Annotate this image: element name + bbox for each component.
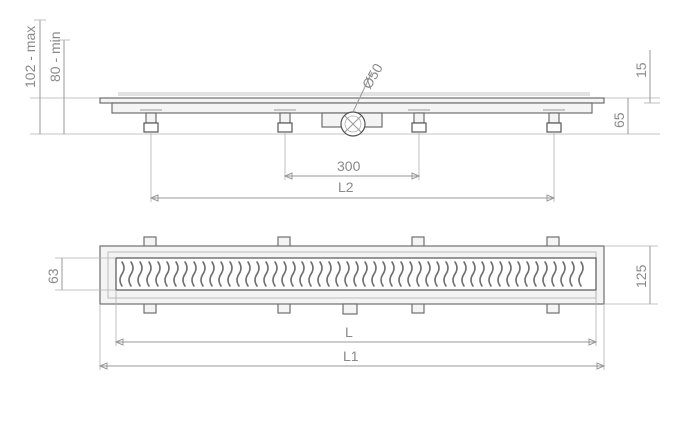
dim-grate-width: 63: [45, 268, 61, 284]
dim-leg-spacing: 300: [337, 158, 361, 174]
grate-slot: [443, 261, 449, 287]
dim-length-l1: L1: [343, 348, 359, 364]
grate-slot: [407, 261, 413, 287]
grate-slot: [452, 261, 458, 287]
grate-slot: [137, 261, 143, 287]
dim-length-l2: L2: [338, 179, 354, 195]
grate-slot: [299, 261, 305, 287]
grate-slot: [200, 261, 206, 287]
grate-slot: [362, 261, 368, 287]
grate-slot: [461, 261, 467, 287]
top-view: 63 125 L L1: [45, 236, 658, 370]
grate-slot: [479, 261, 485, 287]
grate-slot: [182, 261, 188, 287]
grate-slot: [470, 261, 476, 287]
grate-slot: [272, 261, 278, 287]
grate-slot: [254, 261, 260, 287]
grate-slot: [173, 261, 179, 287]
grate-slot: [380, 261, 386, 287]
dim-overall-width: 125: [633, 264, 649, 288]
grate-slot: [353, 261, 359, 287]
grate-slot: [524, 261, 530, 287]
grate-slot: [209, 261, 215, 287]
grate-slot: [245, 261, 251, 287]
side-view: 102 - max 80 - min Ø50 15 65 300 L2: [22, 19, 660, 202]
grate-slot: [326, 261, 332, 287]
grate-slot: [317, 261, 323, 287]
drain-cover-plate: [99, 97, 605, 104]
grate-slot: [191, 261, 197, 287]
grate-slot-pattern: [119, 261, 584, 287]
grate-slot: [398, 261, 404, 287]
grate-slot: [119, 261, 125, 287]
grate-slot: [569, 261, 575, 287]
grate-slot: [227, 261, 233, 287]
grate-slot: [425, 261, 431, 287]
grate-slot: [434, 261, 440, 287]
grate-slot: [128, 261, 134, 287]
dim-top-thickness: 15: [633, 62, 649, 78]
dim-min-height: 80 - min: [47, 31, 63, 82]
dim-max-height: 102 - max: [22, 26, 38, 88]
grate-slot: [578, 261, 584, 287]
grate-slot: [560, 261, 566, 287]
grate-slot: [281, 261, 287, 287]
grate-slot: [533, 261, 539, 287]
grate-slot: [488, 261, 494, 287]
grate-slot: [515, 261, 521, 287]
grate-slot: [344, 261, 350, 287]
grate-slot: [497, 261, 503, 287]
grate-slot: [335, 261, 341, 287]
grate-slot: [236, 261, 242, 287]
dim-length-l: L: [345, 324, 353, 340]
grate-slot: [146, 261, 152, 287]
grate-slot: [551, 261, 557, 287]
outlet-connector: [342, 303, 358, 315]
grate-slot: [308, 261, 314, 287]
grate-slot: [218, 261, 224, 287]
grate-slot: [371, 261, 377, 287]
grate-slot: [506, 261, 512, 287]
grate-slot: [164, 261, 170, 287]
grate-slot: [542, 261, 548, 287]
grate-slot: [389, 261, 395, 287]
outlet-pipe: [321, 71, 383, 137]
dim-outlet-diameter: Ø50: [359, 60, 386, 91]
dim-side-height: 65: [611, 112, 627, 128]
grate-slot: [155, 261, 161, 287]
grate-slot: [263, 261, 269, 287]
grate-slot: [416, 261, 422, 287]
grate-slot: [290, 261, 296, 287]
